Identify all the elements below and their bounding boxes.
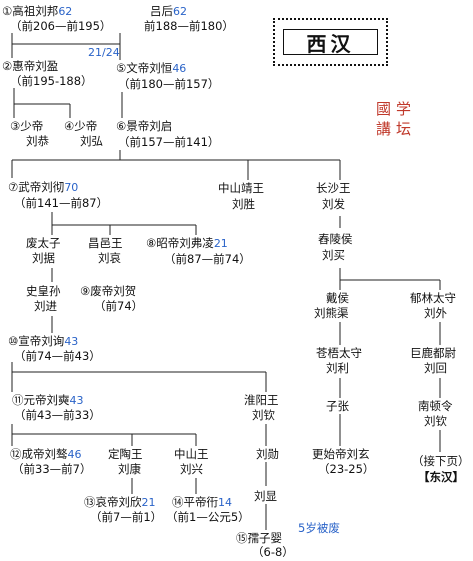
node-changsha: 长沙王 — [316, 181, 351, 195]
node-shaodi-hong-name: 刘弘 — [80, 134, 103, 148]
node-feidi: ⑨废帝刘贺 — [80, 284, 137, 298]
node-yulin-name: 刘外 — [424, 306, 447, 320]
node-liuxun: 刘勋 — [256, 447, 279, 461]
node-zhongshan: 中山王 — [174, 447, 209, 461]
node-shaodi-hong: ④少帝 — [64, 119, 98, 133]
node-wendi-years: （前180—前157） — [118, 77, 220, 91]
node-changyi: 昌邑王 — [88, 236, 123, 250]
node-huaiyang-name: 刘钦 — [252, 408, 275, 422]
node-shaodi-gong: ③少帝 — [10, 119, 44, 133]
node-changyi-name: 刘哀 — [98, 251, 121, 265]
node-dingtao: 定陶王 — [108, 447, 143, 461]
node-feidi-years: （前74） — [94, 299, 144, 313]
node-xuandi: ⑩宣帝刘询43 — [8, 334, 79, 349]
node-zhaodi: ⑧昭帝刘弗凌21 — [146, 236, 228, 251]
node-huaiyang: 淮阳王 — [244, 393, 279, 407]
node-wudi-years: （前141—前87） — [14, 196, 109, 210]
node-chunling: 舂陵侯 — [318, 232, 353, 246]
node-daihou: 戴侯 — [326, 291, 349, 305]
node-julu: 巨鹿都尉 — [410, 346, 456, 360]
node-feitaizi: 废太子 — [26, 236, 61, 250]
node-shihuangsun-name: 刘进 — [34, 299, 57, 313]
node-gengshi-years: （23-25） — [318, 462, 375, 476]
node-feitaizi-name: 刘据 — [32, 251, 55, 265]
node-ruzi-years: （6-8） — [252, 545, 294, 559]
node-lvhou-years: 前188—前180） — [144, 19, 234, 33]
node-dingtao-name: 刘康 — [118, 462, 141, 476]
node-huidi: ②惠帝刘盈 — [2, 59, 59, 73]
node-pingdi-years: （前1—公元5） — [166, 510, 250, 524]
node-ruzi-note: 5岁被废 — [298, 521, 340, 535]
node-jingdi: ⑥景帝刘启 — [116, 119, 173, 133]
node-lvhou: 吕后62 — [150, 4, 187, 19]
next-page-dynasty: 【东汉】 — [418, 470, 464, 484]
node-zhongshan-jing-name: 刘胜 — [232, 197, 255, 211]
node-liuxian: 刘显 — [254, 489, 277, 503]
node-zizhang: 子张 — [326, 399, 349, 413]
node-gaozu: ①高祖刘邦62 — [2, 4, 73, 19]
node-nandun: 南顿令 — [418, 399, 453, 413]
node-zhongshan-jing: 中山靖王 — [218, 181, 264, 195]
node-wendi: ⑤文帝刘恒46 — [116, 61, 187, 76]
node-chengdi: ⑫成帝刘骜46 — [10, 447, 82, 462]
node-xuandi-years: （前74—前43） — [14, 349, 101, 363]
node-zhaodi-years: （前87—前74） — [164, 252, 251, 266]
title-frame: 西汉 — [273, 18, 388, 66]
node-chengdi-years: （前33—前7） — [12, 462, 92, 476]
node-changsha-name: 刘发 — [322, 197, 345, 211]
node-chunling-name: 刘买 — [322, 248, 345, 262]
node-cangwu-name: 刘利 — [326, 361, 349, 375]
node-gengshi: 更始帝刘玄 — [312, 447, 370, 461]
node-yuandi-years: （前43—前33） — [14, 408, 101, 422]
top-note: 21/24 — [88, 46, 120, 59]
node-yulin: 郁林太守 — [410, 291, 456, 305]
svg-text:学: 学 — [396, 100, 411, 118]
next-page-note: （接下页） — [412, 454, 470, 468]
svg-text:國: 國 — [376, 100, 391, 118]
node-ruzi: ⑮孺子婴 — [236, 531, 282, 545]
node-huidi-years: （前195-188） — [10, 74, 93, 88]
svg-text:講: 講 — [376, 120, 391, 138]
node-shihuangsun: 史皇孙 — [26, 284, 61, 298]
node-wudi: ⑦武帝刘彻70 — [8, 180, 79, 195]
node-daihou-name: 刘熊渠 — [314, 306, 349, 320]
node-aidi: ⑬哀帝刘欣21 — [84, 495, 156, 510]
node-pingdi: ⑭平帝衎14 — [172, 495, 232, 510]
node-aidi-years: （前7—前1） — [90, 510, 163, 524]
node-julu-name: 刘回 — [424, 361, 447, 375]
svg-text:坛: 坛 — [396, 120, 411, 138]
seal-stamp-icon: 國 学 講 坛 — [376, 100, 411, 138]
node-jingdi-years: （前157—前141） — [118, 135, 220, 149]
node-zhongshan-name: 刘兴 — [180, 462, 203, 476]
node-cangwu: 苍梧太守 — [316, 346, 362, 360]
node-gaozu-years: （前206—前195） — [10, 19, 112, 33]
node-shaodi-gong-name: 刘恭 — [26, 134, 49, 148]
page-title: 西汉 — [283, 29, 378, 56]
node-yuandi: ⑪元帝刘奭43 — [12, 393, 84, 408]
node-nandun-name: 刘钦 — [424, 414, 447, 428]
